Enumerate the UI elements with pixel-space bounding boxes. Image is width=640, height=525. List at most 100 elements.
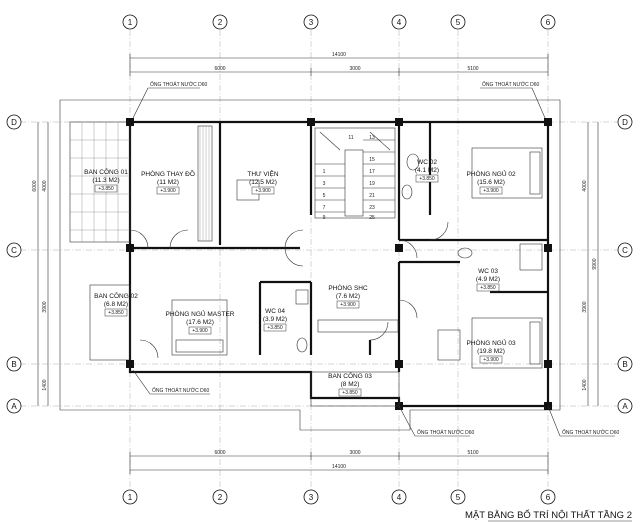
svg-text:D: D <box>622 118 628 127</box>
columns <box>126 118 552 410</box>
svg-text:5: 5 <box>456 18 461 27</box>
svg-text:5100: 5100 <box>467 450 478 456</box>
svg-text:1400: 1400 <box>42 379 48 390</box>
axis-bubbles-right: D C B A <box>617 114 633 414</box>
svg-text:17: 17 <box>369 169 375 175</box>
svg-text:ỐNG THOÁT NƯỚC D60: ỐNG THOÁT NƯỚC D60 <box>482 81 539 88</box>
svg-text:(3.9 M2): (3.9 M2) <box>263 316 287 323</box>
svg-text:(17.6 M2): (17.6 M2) <box>186 319 214 326</box>
svg-text:4000: 4000 <box>582 180 588 191</box>
svg-text:19: 19 <box>369 181 375 187</box>
dimensions-left: 6000 4000 3900 1400 <box>32 122 49 406</box>
room-wc-04: WC 04 (3.9 M2) +3.850 <box>263 308 287 332</box>
svg-text:A: A <box>622 402 628 411</box>
room-phong-shc: PHÒNG SHC (7.6 M2) +3.900 <box>328 283 368 309</box>
svg-text:5100: 5100 <box>467 66 478 72</box>
svg-text:THƯ VIỆN: THƯ VIỆN <box>247 169 278 178</box>
svg-text:4: 4 <box>397 18 402 27</box>
svg-text:3: 3 <box>323 181 326 187</box>
axis-bubbles-left: D C B A <box>6 114 22 414</box>
svg-text:2: 2 <box>218 493 223 502</box>
svg-text:3900: 3900 <box>582 301 588 312</box>
walls <box>69 120 550 408</box>
svg-text:A: A <box>11 402 17 411</box>
svg-text:1: 1 <box>128 18 133 27</box>
svg-text:WC 02: WC 02 <box>417 159 437 166</box>
svg-text:6: 6 <box>546 493 551 502</box>
svg-text:B: B <box>11 360 16 369</box>
svg-text:21: 21 <box>369 193 375 199</box>
svg-text:1: 1 <box>323 169 326 175</box>
svg-text:+3.850: +3.850 <box>108 310 124 316</box>
svg-text:+3.900: +3.900 <box>160 188 176 194</box>
svg-text:PHÒNG NGỦ 02: PHÒNG NGỦ 02 <box>466 169 516 178</box>
room-ban-cong-02: BAN CÔNG 02 (6.8 M2) +3.850 <box>94 291 138 317</box>
svg-text:3900: 3900 <box>42 301 48 312</box>
svg-text:13: 13 <box>369 135 375 141</box>
svg-text:BAN CÔNG 01: BAN CÔNG 01 <box>84 167 128 176</box>
svg-text:7: 7 <box>323 205 326 211</box>
svg-text:ỐNG THOÁT NƯỚC D60: ỐNG THOÁT NƯỚC D60 <box>562 429 619 436</box>
svg-text:(11.3 M2): (11.3 M2) <box>92 177 119 184</box>
svg-text:(4.1 M2): (4.1 M2) <box>415 167 439 174</box>
room-ban-cong-03: BAN CÔNG 03 (8 M2) +3.850 <box>328 371 372 397</box>
svg-text:25: 25 <box>369 215 375 221</box>
svg-text:(8 M2): (8 M2) <box>341 381 360 388</box>
svg-text:14100: 14100 <box>332 52 346 58</box>
svg-text:ỐNG THOÁT NƯỚC D60: ỐNG THOÁT NƯỚC D60 <box>152 387 209 394</box>
dimensions-right: 9900 4000 3900 1400 <box>582 122 599 406</box>
room-ban-cong-01: BAN CÔNG 01 (11.3 M2) +3.850 <box>84 167 128 193</box>
svg-text:+3.900: +3.900 <box>483 357 499 363</box>
svg-text:ỐNG THOÁT NƯỚC D60: ỐNG THOÁT NƯỚC D60 <box>417 429 474 436</box>
room-wc-03: WC 03 (4.9 M2) +3.850 <box>476 268 500 292</box>
svg-text:PHÒNG THAY ĐỒ: PHÒNG THAY ĐỒ <box>141 168 195 178</box>
room-phong-ngu-03: PHÒNG NGỦ 03 (19.8 M2) +3.900 <box>466 338 516 364</box>
room-phong-ngu-master: PHÒNG NGỦ MASTER (17.6 M2) +3.900 <box>166 309 235 335</box>
svg-text:PHÒNG NGỦ MASTER: PHÒNG NGỦ MASTER <box>166 309 235 318</box>
svg-text:5: 5 <box>456 493 461 502</box>
svg-text:11: 11 <box>348 135 353 141</box>
svg-text:2: 2 <box>218 18 223 27</box>
svg-text:(11 M2): (11 M2) <box>157 179 179 186</box>
svg-text:15: 15 <box>369 157 375 163</box>
svg-text:6000: 6000 <box>214 66 225 72</box>
door-swings <box>129 221 449 359</box>
svg-text:5: 5 <box>323 193 326 199</box>
svg-text:3000: 3000 <box>349 66 360 72</box>
svg-text:(12.5 M2): (12.5 M2) <box>249 179 277 186</box>
svg-text:3: 3 <box>309 18 314 27</box>
svg-text:14100: 14100 <box>332 464 346 470</box>
room-phong-thay-do: PHÒNG THAY ĐỒ (11 M2) +3.900 <box>141 168 195 195</box>
room-phong-ngu-02: PHÒNG NGỦ 02 (15.6 M2) +3.900 <box>466 169 516 195</box>
svg-text:+3.900: +3.900 <box>255 188 271 194</box>
dimensions-bottom: 6000 3000 5100 14100 <box>129 450 549 474</box>
room-thu-vien: THƯ VIỆN (12.5 M2) +3.900 <box>247 169 279 195</box>
svg-text:6: 6 <box>546 18 551 27</box>
svg-text:4000: 4000 <box>42 180 48 191</box>
drawing-title: MẶT BẰNG BỐ TRÍ NỘI THẤT TẦNG 2 <box>465 509 632 521</box>
svg-text:+3.850: +3.850 <box>98 186 114 192</box>
svg-text:C: C <box>11 246 17 255</box>
wardrobe <box>197 125 213 242</box>
axis-bubbles-bottom: 1 2 3 4 5 6 <box>122 489 556 505</box>
svg-text:4: 4 <box>397 493 402 502</box>
room-wc-02: WC 02 (4.1 M2) +3.850 <box>415 159 439 183</box>
svg-text:(15.6 M2): (15.6 M2) <box>477 179 505 186</box>
svg-text:+3.900: +3.900 <box>340 302 356 308</box>
dimensions-top: 14100 6000 3000 5100 <box>129 52 549 76</box>
svg-text:B: B <box>622 360 627 369</box>
site-outline <box>59 99 561 431</box>
axis-bubbles-top: 1 2 3 4 5 6 <box>122 14 556 30</box>
svg-text:6000: 6000 <box>214 450 225 456</box>
svg-text:BAN CÔNG 02: BAN CÔNG 02 <box>94 291 138 300</box>
svg-text:23: 23 <box>369 205 375 211</box>
balcony-01-hatch <box>70 122 130 242</box>
svg-text:(19.8 M2): (19.8 M2) <box>477 348 505 355</box>
svg-text:(6.8 M2): (6.8 M2) <box>104 301 128 308</box>
svg-text:6000: 6000 <box>32 180 38 191</box>
svg-text:PHÒNG NGỦ 03: PHÒNG NGỦ 03 <box>466 338 516 347</box>
svg-text:9900: 9900 <box>592 258 598 269</box>
svg-text:+3.900: +3.900 <box>192 328 208 334</box>
svg-text:1: 1 <box>128 493 133 502</box>
